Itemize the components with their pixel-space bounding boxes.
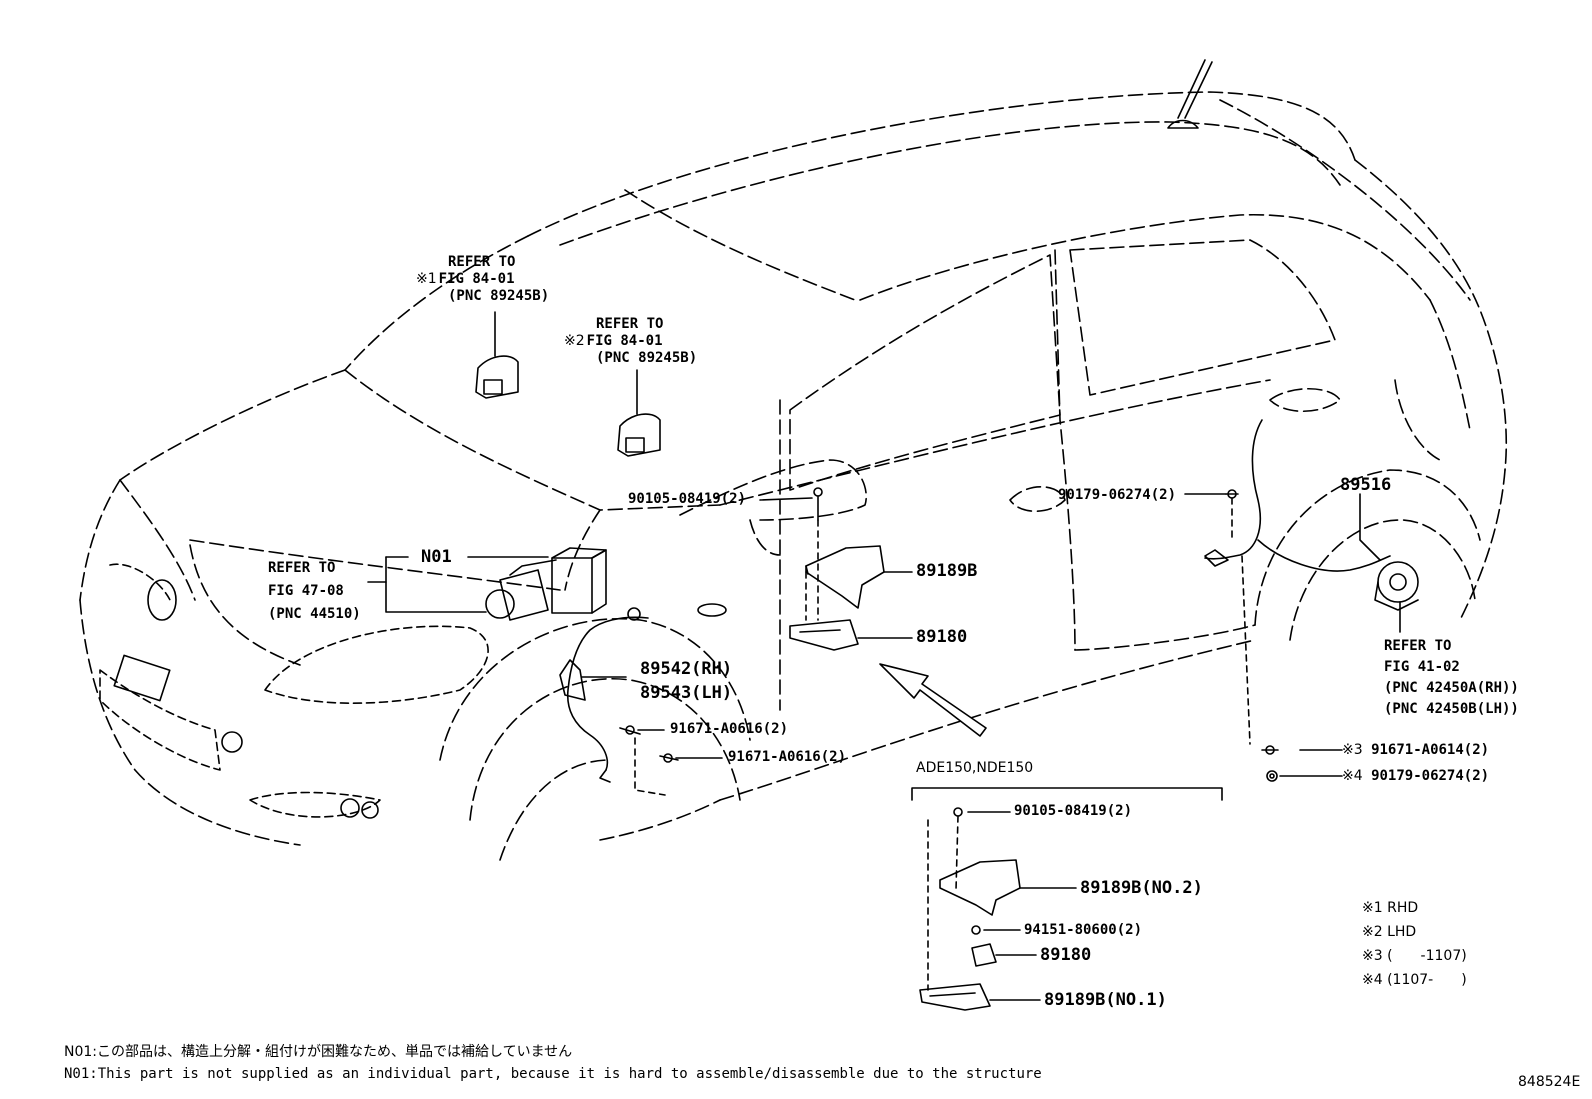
rhd-mark: ※1 (416, 271, 437, 287)
yaw-sensor-rhd (475, 311, 519, 399)
legend-item: ※3 ( -1107) (1362, 948, 1467, 964)
refer-fig-47-08: REFER TO FIG 47-08 (PNC 44510) (268, 560, 361, 622)
part-91671-a0614: ※3 91671-A0614(2) (1342, 742, 1490, 758)
footnote-english: N01:This part is not supplied as an indi… (64, 1066, 1042, 1082)
part-91671-a0616-a: 91671-A0616(2) (670, 721, 789, 737)
sensor-89180 (789, 619, 859, 651)
car-body-dashed (79, 91, 1508, 861)
inset-part-89180: 89180 (1040, 945, 1092, 965)
inset-bracket (911, 787, 1223, 801)
inset-part-89189b-no1: 89189B(NO.1) (1044, 990, 1167, 1010)
part-90105-08419: 90105-08419(2) (628, 491, 747, 507)
part-89180: 89180 (916, 627, 968, 647)
inset-parts (919, 807, 1021, 1011)
front-speed-sensor-wire (559, 607, 649, 783)
front-solid-details (113, 579, 727, 819)
part-90179-06274-a: 90179-06274(2) (1058, 487, 1177, 503)
part-91671-a0616-b: 91671-A0616(2) (728, 749, 847, 765)
view-arrow (879, 663, 987, 737)
figure-id: 848524E (1518, 1074, 1581, 1090)
part-n01: N01 (421, 547, 452, 567)
legend-item: ※4 (1107- ) (1362, 972, 1467, 988)
part-90179-06274-b: ※4 90179-06274(2) (1342, 768, 1490, 784)
bolts (619, 487, 1279, 782)
front-details (99, 563, 489, 818)
antenna (1167, 59, 1213, 129)
inset-title: ADE150,NDE150 (916, 760, 1034, 776)
legend-item: ※2 LHD (1362, 924, 1417, 940)
legend-item: ※1 RHD (1362, 900, 1419, 916)
lhd-mark: ※2 (564, 333, 585, 349)
mount-guides (634, 497, 1251, 991)
rear-speed-sensor (1204, 419, 1419, 633)
part-89543-lh: 89543(LH) (640, 683, 733, 703)
inset-part-89189b-no2: 89189B(NO.2) (1080, 878, 1203, 898)
part-89516: 89516 (1340, 475, 1392, 495)
abs-actuator (485, 547, 607, 621)
leader-lines (367, 493, 1381, 1001)
part-89189b: 89189B (916, 561, 978, 581)
yaw-sensor-lhd (617, 369, 661, 457)
inset-part-90105-08419: 90105-08419(2) (1014, 803, 1133, 819)
footnote-japanese: N01:この部品は、構造上分解・組付けが困難なため、単品では補給していません (64, 1044, 573, 1060)
inset-part-94151-80600: 94151-80600(2) (1024, 922, 1143, 938)
refer-fig-41-02: REFER TO FIG 41-02 (PNC 42450A(RH)) (PNC… (1384, 638, 1519, 717)
legend: ※1 RHD ※2 LHD ※3 ( -1107) ※4 (1107- ) (1362, 896, 1467, 992)
part-89542-rh: 89542(RH) (640, 659, 733, 679)
